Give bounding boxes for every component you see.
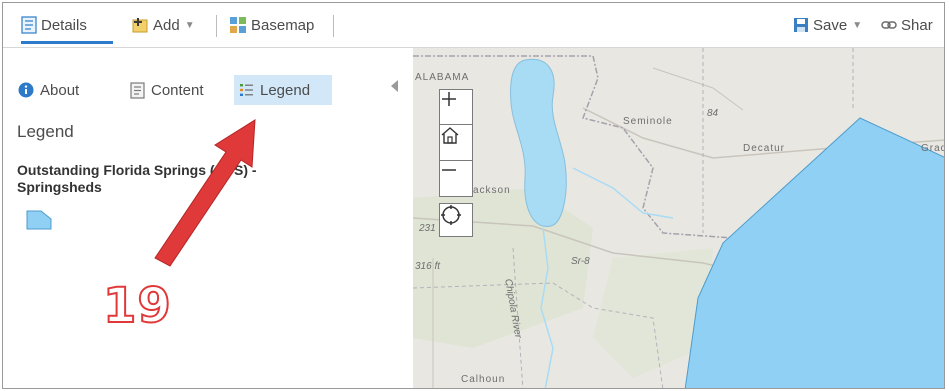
polygon-swatch-icon: [26, 210, 52, 230]
zoom-out-button[interactable]: [440, 161, 472, 195]
share-button[interactable]: Shar: [881, 15, 933, 35]
home-button[interactable]: [440, 125, 472, 159]
info-icon: [18, 82, 34, 98]
map-label-road: Sr-8: [571, 256, 590, 267]
save-label: Save: [813, 16, 848, 34]
chevron-down-icon: ▼: [852, 19, 863, 31]
home-icon: [441, 127, 459, 144]
content-icon: [130, 81, 145, 99]
tab-content-label: Content: [151, 81, 204, 99]
toolbar: Details Add ▼ Basemap: [3, 3, 944, 48]
link-icon: [881, 21, 897, 29]
add-icon: [132, 18, 148, 33]
map-label-road: 231: [419, 223, 436, 234]
map-view[interactable]: ALABAMA Seminole Decatur Grady ackson Sr…: [413, 48, 944, 388]
add-label: Add: [153, 16, 180, 34]
tab-legend[interactable]: Legend: [234, 75, 332, 105]
basemap-button[interactable]: Basemap: [229, 15, 314, 35]
add-button[interactable]: Add ▼: [131, 15, 195, 35]
plus-icon: [442, 92, 456, 106]
basemap-icon: [230, 17, 246, 33]
basemap-label: Basemap: [251, 16, 315, 34]
toolbar-divider: [216, 15, 217, 37]
map-label-road: 84: [707, 108, 719, 119]
tab-legend-label: Legend: [260, 81, 311, 99]
locate-button[interactable]: [439, 203, 473, 237]
map-label-place: ackson: [473, 185, 511, 196]
collapse-panel-icon[interactable]: [391, 80, 398, 92]
annotation-step-number: 19: [102, 277, 172, 335]
zoom-controls: [439, 89, 473, 197]
tab-content[interactable]: Content: [125, 75, 209, 105]
chevron-down-icon: ▼: [184, 19, 195, 31]
details-button[interactable]: Details: [21, 15, 87, 35]
legend-heading: Legend: [17, 122, 74, 141]
zoom-separator: [440, 124, 472, 125]
map-label-elevation: 316 ft: [415, 261, 441, 272]
zoom-in-button[interactable]: [440, 90, 472, 124]
save-button[interactable]: Save ▼: [793, 15, 862, 35]
map-label-place: Decatur: [743, 143, 786, 154]
map-label-state: ALABAMA: [415, 72, 470, 83]
zoom-separator: [440, 160, 472, 161]
annotation-arrow-icon: [154, 119, 256, 267]
locate-icon: [441, 205, 461, 225]
legend-layer-title: Outstanding Florida Springs (OFS) - Spri…: [17, 162, 257, 195]
details-icon: [21, 16, 37, 34]
legend-icon: [240, 84, 253, 96]
details-label: Details: [41, 16, 87, 34]
details-active-indicator: [21, 41, 113, 44]
toolbar-divider: [333, 15, 334, 37]
map-label-place: Calhoun: [461, 374, 506, 385]
map-canvas: [413, 48, 944, 388]
tab-about[interactable]: About: [13, 75, 84, 105]
tab-about-label: About: [40, 81, 80, 99]
minus-icon: [442, 169, 456, 171]
map-label-place: Grady: [921, 143, 944, 154]
map-label-place: Seminole: [623, 116, 673, 127]
save-icon: [794, 18, 808, 32]
share-label: Shar: [901, 16, 933, 34]
side-panel: About Content Legend Legend Out: [3, 48, 413, 388]
